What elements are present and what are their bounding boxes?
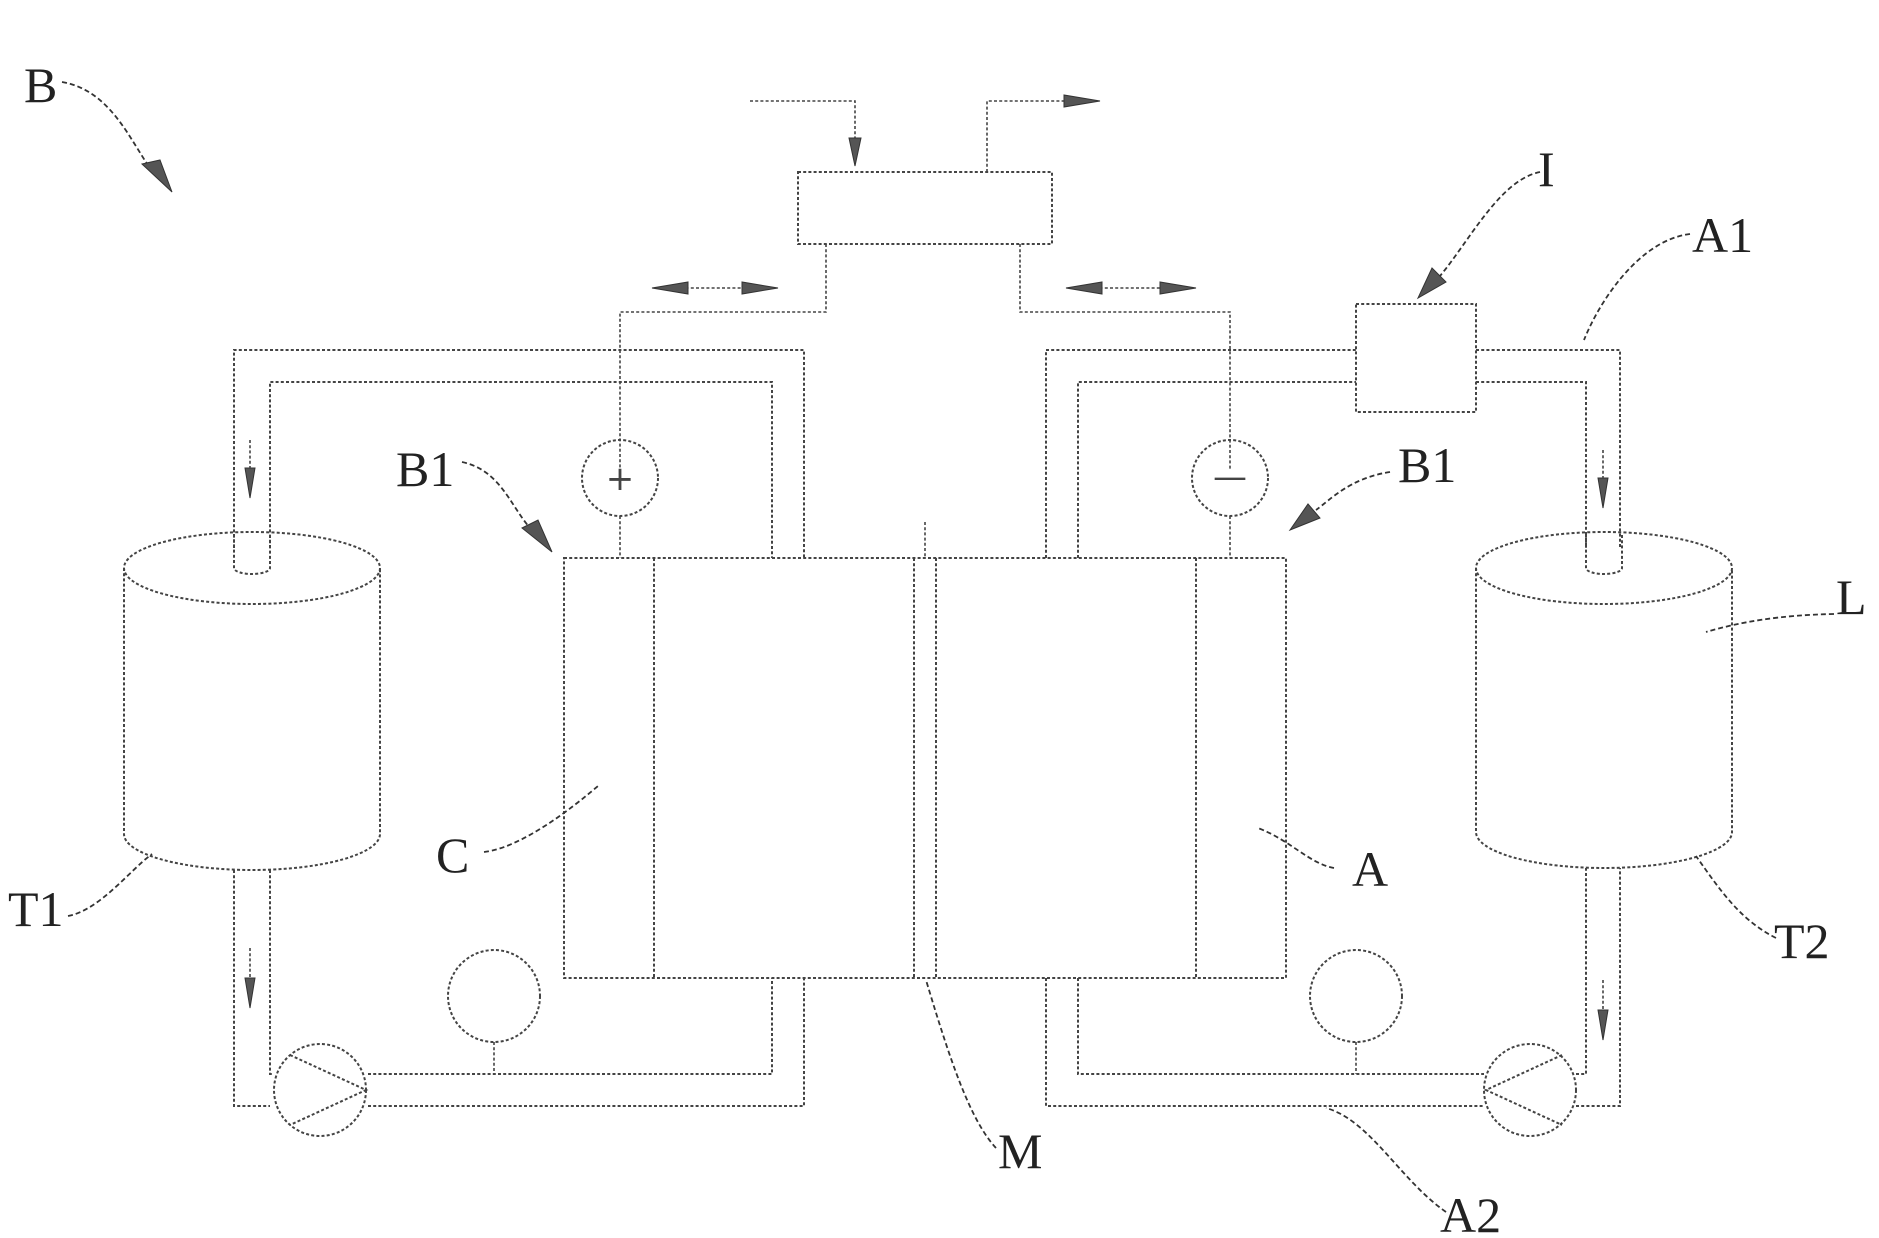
positive-symbol: + — [606, 459, 635, 499]
pump-left — [274, 1044, 366, 1136]
label-line-bottom: A2 — [1440, 1187, 1501, 1238]
label-anode: A — [1352, 841, 1388, 897]
label-stack-right: B1 — [1398, 437, 1456, 493]
label-system: B — [24, 57, 57, 113]
current-arrow-right — [1066, 282, 1196, 294]
label-stack-left: B1 — [396, 441, 454, 497]
cell-stack — [564, 522, 1286, 978]
label-membrane: M — [998, 1123, 1042, 1179]
power-converter — [620, 95, 1230, 470]
gauge-left — [448, 950, 540, 1074]
current-arrow-left — [652, 282, 778, 294]
positive-terminal: + — [582, 440, 658, 558]
pipe-right-top — [1046, 350, 1620, 558]
inline-device — [1356, 304, 1476, 412]
label-cathode: C — [436, 827, 469, 883]
pump-right — [1484, 1044, 1576, 1136]
label-line-top: A1 — [1692, 207, 1753, 263]
negative-symbol: — — [1213, 457, 1247, 497]
label-tank-left: T1 — [8, 881, 64, 937]
tank-left — [124, 532, 380, 870]
gauge-right — [1310, 950, 1402, 1074]
pipe-right-bottom — [1046, 868, 1620, 1106]
leader-lines — [62, 82, 1834, 1212]
label-tank-right: T2 — [1774, 913, 1830, 969]
pipe-left-top — [234, 350, 804, 558]
label-electrolyte: L — [1836, 569, 1867, 625]
tank-right — [1476, 532, 1732, 868]
label-controller: I — [1538, 141, 1555, 197]
pipe-left-bottom — [234, 870, 804, 1106]
negative-terminal: — — [1192, 440, 1268, 558]
